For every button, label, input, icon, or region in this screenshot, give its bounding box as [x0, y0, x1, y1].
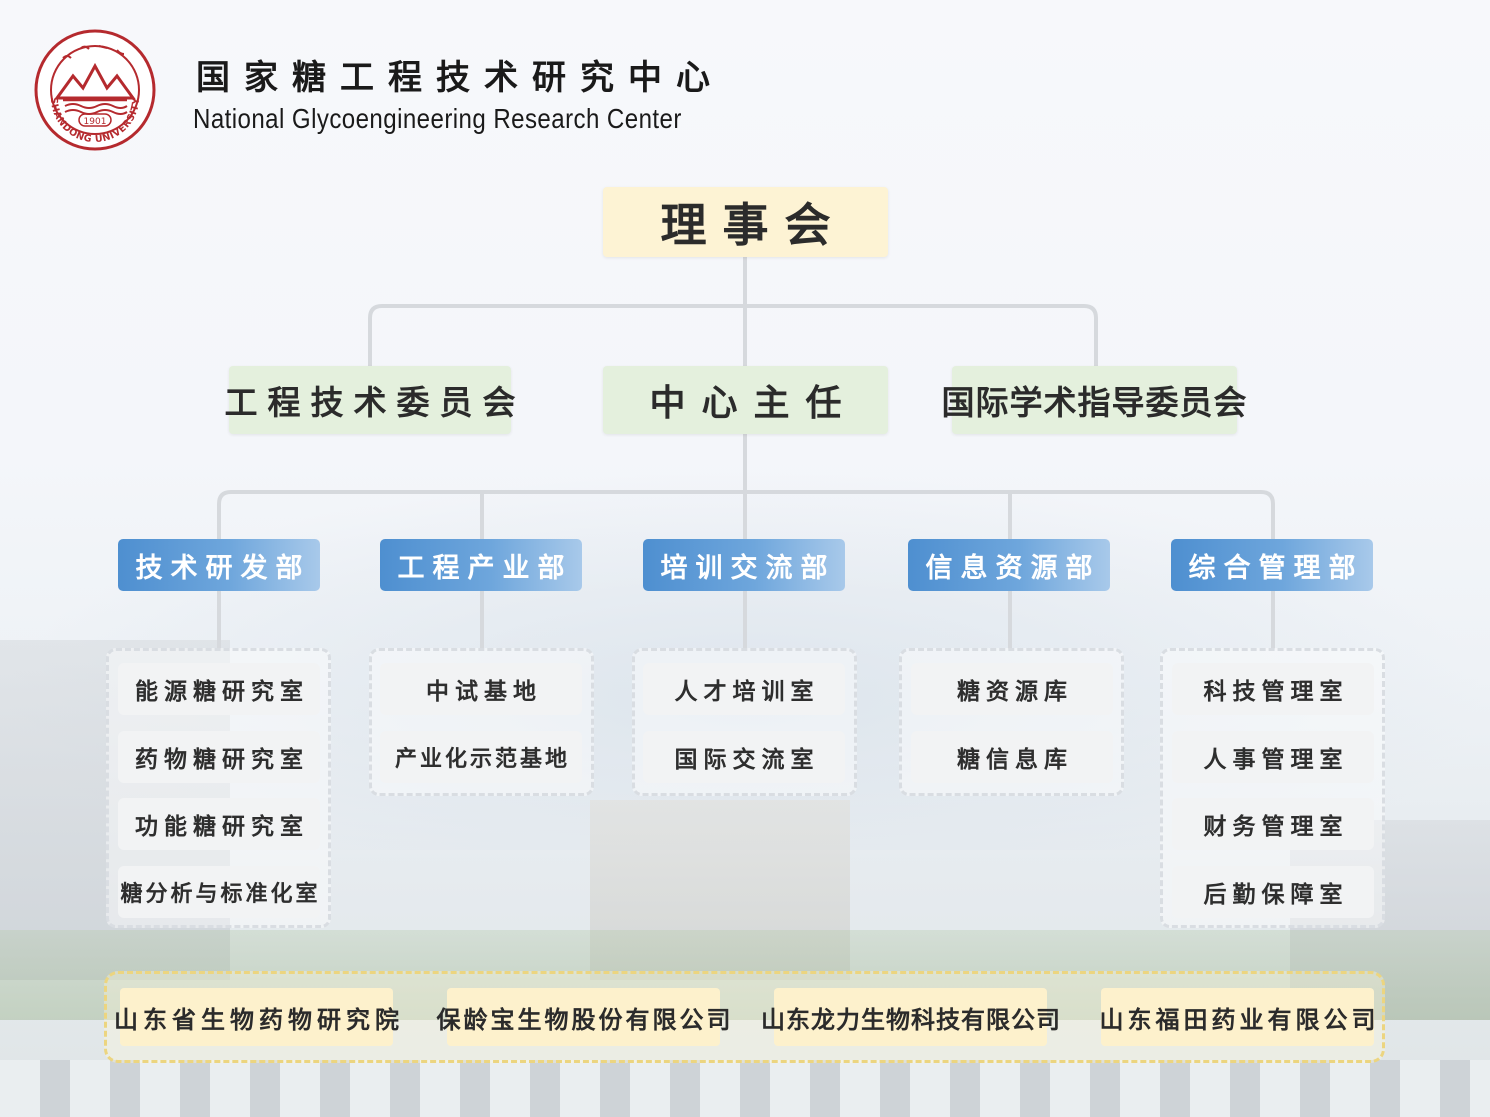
crosswalk [0, 1060, 1490, 1117]
unit-pilot-base[interactable]: 中试基地 [380, 663, 582, 715]
partner-shandong-biopharma-institute[interactable]: 山东省生物药物研究院 [114, 988, 399, 1046]
unit-glyco-information-bank[interactable]: 糖信息库 [911, 731, 1113, 783]
center-director[interactable]: 中心主任 [603, 366, 888, 434]
unit-functional-glyco-lab[interactable]: 功能糖研究室 [118, 798, 320, 850]
partner-futaste[interactable]: 山东福田药业有限公司 [1100, 988, 1376, 1046]
partner-longlive[interactable]: 山东龙力生物科技有限公司 [761, 988, 1060, 1046]
unit-sci-tech-management[interactable]: 科技管理室 [1172, 663, 1374, 715]
dept-training-exchange[interactable]: 培训交流部 [643, 539, 845, 591]
dept-information-resources[interactable]: 信息资源部 [908, 539, 1110, 591]
unit-logistics-support[interactable]: 后勤保障室 [1172, 866, 1374, 918]
international-academic-advisory-committee[interactable]: 国际学术指导委员会 [942, 366, 1247, 434]
partner-baolingbao[interactable]: 保龄宝生物股份有限公司 [437, 988, 731, 1046]
page-subtitle: National Glycoengineering Research Cente… [193, 103, 682, 134]
unit-hr-management[interactable]: 人事管理室 [1172, 731, 1374, 783]
page-title: 国家糖工程技术研究中心 [196, 58, 724, 98]
building-center [590, 800, 850, 980]
unit-international-exchange[interactable]: 国际交流室 [643, 731, 845, 783]
engineering-technology-committee[interactable]: 工程技术委员会 [225, 366, 516, 434]
unit-drug-glyco-lab[interactable]: 药物糖研究室 [118, 731, 320, 783]
unit-energy-glyco-lab[interactable]: 能源糖研究室 [118, 663, 320, 715]
unit-talent-training[interactable]: 人才培训室 [643, 663, 845, 715]
logo-year: 1901 [84, 117, 107, 127]
dept-general-management[interactable]: 综合管理部 [1171, 539, 1373, 591]
shandong-university-logo-icon: 1901 SHANDONG UNIVERSITY [34, 29, 156, 151]
board-of-directors[interactable]: 理事会 [603, 187, 888, 257]
dept-rnd[interactable]: 技术研发部 [118, 539, 320, 591]
unit-industrial-demo-base[interactable]: 产业化示范基地 [380, 731, 582, 783]
unit-glyco-resource-bank[interactable]: 糖资源库 [911, 663, 1113, 715]
unit-glyco-analysis-standard[interactable]: 糖分析与标准化室 [118, 866, 320, 918]
dept-engineering-industry[interactable]: 工程产业部 [380, 539, 582, 591]
unit-finance-management[interactable]: 财务管理室 [1172, 798, 1374, 850]
